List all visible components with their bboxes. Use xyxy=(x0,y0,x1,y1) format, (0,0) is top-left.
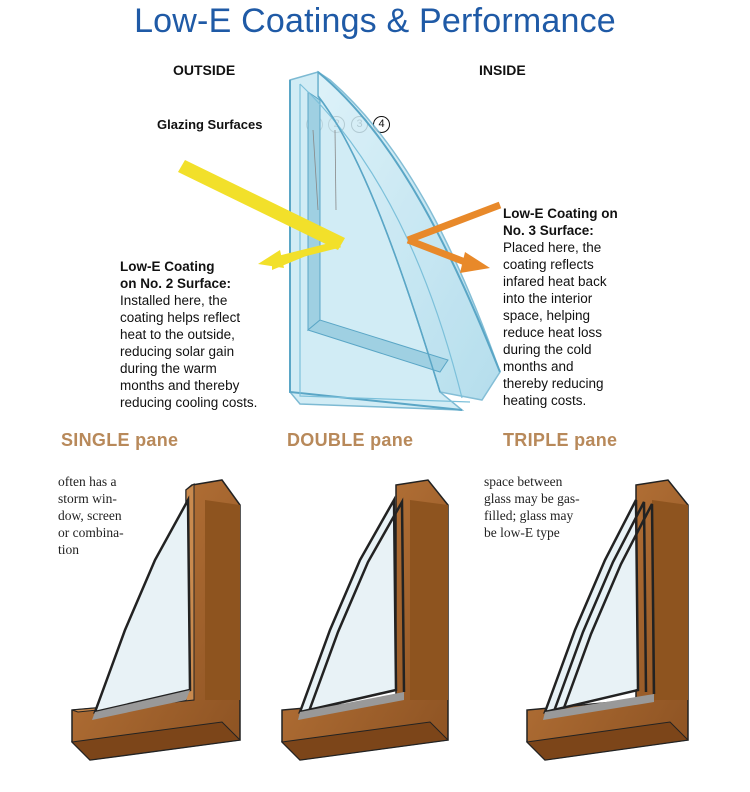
callout-line: months and thereby xyxy=(120,378,240,393)
single-pane-title: SINGLE pane xyxy=(61,430,179,450)
callout-heading: on No. 2 Surface: xyxy=(120,276,232,291)
outside-label: OUTSIDE xyxy=(173,62,236,78)
callout-line: Placed here, the xyxy=(503,240,602,255)
note-line: tion xyxy=(58,542,80,557)
page-title: Low-E Coatings & Performance xyxy=(134,2,616,40)
callout-heading: No. 3 Surface: xyxy=(503,223,594,238)
callout-heading: Low-E Coating on xyxy=(503,206,618,221)
callout-line: into the interior xyxy=(503,291,593,306)
callout-line: Installed here, the xyxy=(120,293,228,308)
callout-surface-3: Low-E Coating on No. 3 Surface: Placed h… xyxy=(503,205,643,409)
callout-line: coating helps reflect xyxy=(120,310,241,325)
inside-label: INSIDE xyxy=(479,62,526,78)
sun-arrow-icon xyxy=(178,160,345,270)
note-line: filled; glass may xyxy=(484,508,574,523)
glazing-surfaces-label: Glazing Surfaces xyxy=(157,117,263,132)
heat-arrow-icon xyxy=(406,201,502,273)
callout-heading: Low-E Coating xyxy=(120,259,215,274)
callout-line: reducing cooling costs. xyxy=(120,395,258,410)
note-line: storm win- xyxy=(58,491,117,506)
triple-pane-note: space between glass may be gas- filled; … xyxy=(484,473,604,541)
triple-pane-window xyxy=(525,479,690,761)
note-line: often has a xyxy=(58,474,117,489)
single-pane-note: often has a storm win- dow, screen or co… xyxy=(58,473,168,558)
callout-line: heat to the outside, xyxy=(120,327,235,342)
triple-pane-title: TRIPLE pane xyxy=(503,430,618,450)
double-pane-title: DOUBLE pane xyxy=(287,430,414,450)
note-line: or combina- xyxy=(58,525,124,540)
callout-line: thereby reducing xyxy=(503,376,604,391)
callout-line: infared heat back xyxy=(503,274,607,289)
callout-line: space, helping xyxy=(503,308,591,323)
callout-line: during the warm xyxy=(120,361,217,376)
callout-line: coating reflects xyxy=(503,257,594,272)
callout-line: months and xyxy=(503,359,574,374)
note-line: glass may be gas- xyxy=(484,491,580,506)
note-line: dow, screen xyxy=(58,508,122,523)
double-pane-window xyxy=(280,479,450,761)
note-line: be low-E type xyxy=(484,525,560,540)
callout-line: reducing solar gain xyxy=(120,344,235,359)
callout-line: reduce heat loss xyxy=(503,325,603,340)
callout-line: during the cold xyxy=(503,342,592,357)
callout-line: heating costs. xyxy=(503,393,587,408)
note-line: space between xyxy=(484,474,563,489)
callout-surface-2: Low-E Coating on No. 2 Surface: Installe… xyxy=(120,258,310,411)
single-pane-window xyxy=(70,479,242,761)
